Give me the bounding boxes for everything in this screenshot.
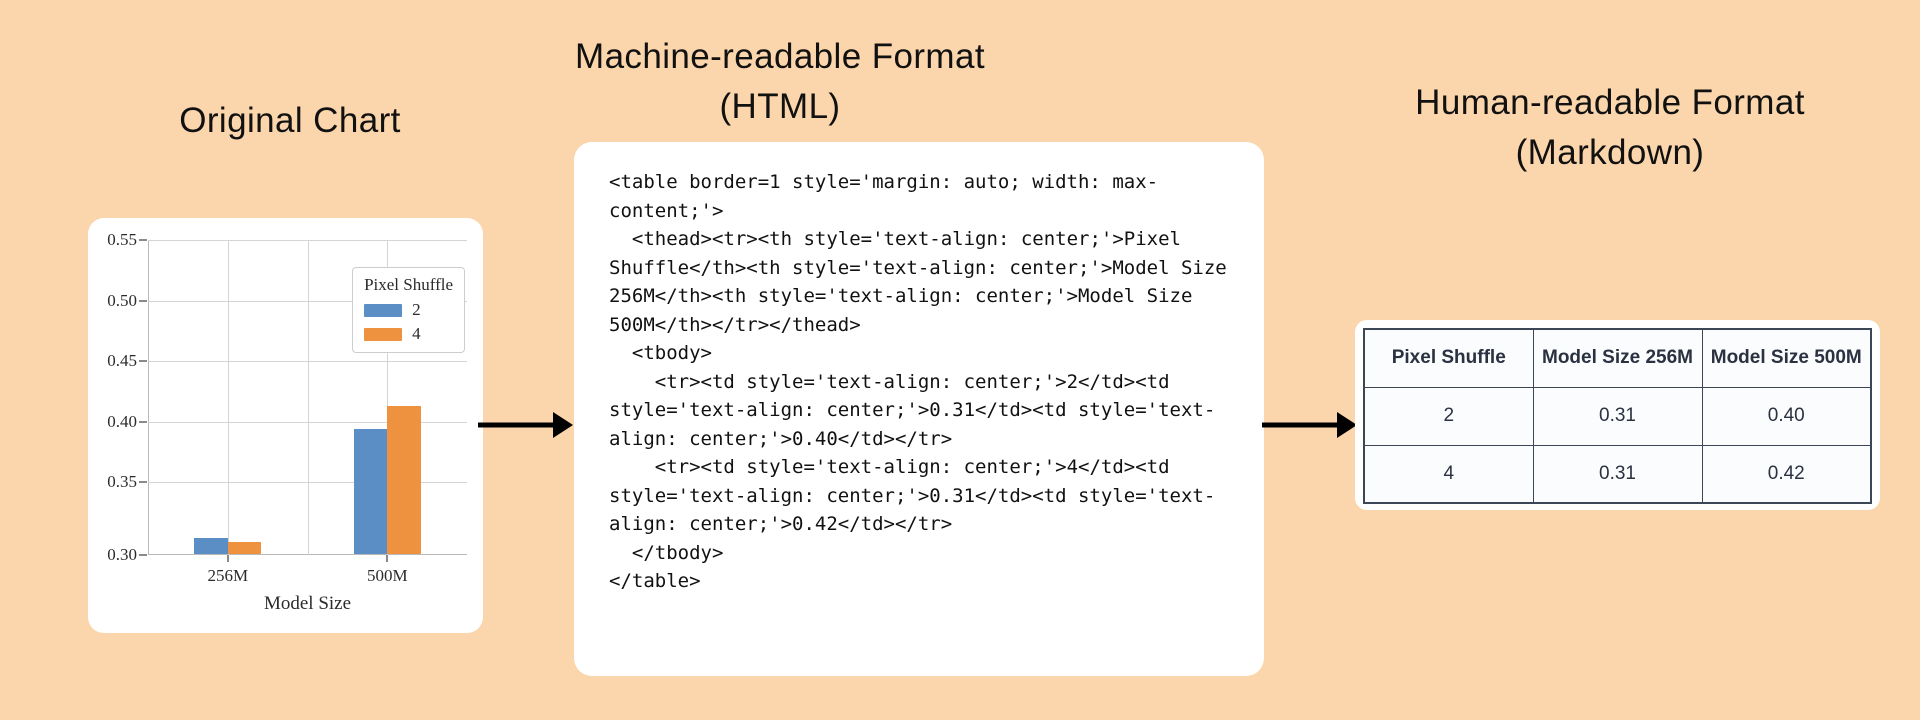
chart-y-tick-label: 0.55 <box>107 230 137 249</box>
chart-y-tick-mark <box>139 554 147 556</box>
chart-x-axis-title: Model Size <box>263 593 352 614</box>
arrow-head <box>553 412 573 438</box>
chart-gridline-vertical <box>307 240 309 555</box>
table-row: 4 0.31 0.42 <box>1363 444 1872 504</box>
chart-y-tick-mark <box>139 299 147 302</box>
chart-y-tick-mark <box>139 420 147 423</box>
chart-legend-title: Pixel Shuffle <box>364 275 453 294</box>
arrow-shaft <box>478 422 556 428</box>
chart-x-tick-mark <box>226 555 229 562</box>
chart-legend-label-2: 2 <box>412 300 421 319</box>
chart-y-tick-label: 0.40 <box>107 411 137 431</box>
heading-machine-readable-format: Machine-readable Format (HTML) <box>575 37 985 126</box>
chart-y-tick-mark <box>139 239 147 241</box>
chart-gridline-vertical <box>387 240 389 555</box>
markdown-table: Pixel Shuffle Model Size 256M Model Size… <box>1363 328 1872 504</box>
chart-legend-label-4: 4 <box>412 324 421 343</box>
chart-legend: Pixel Shuffle 2 4 <box>352 267 465 353</box>
chart-y-tick-mark <box>139 481 147 484</box>
table-cell: 0.31 <box>1532 386 1703 446</box>
original-chart-card: 0.55 0.50 0.45 0.40 0.35 0.30 256M 500M … <box>88 218 483 633</box>
chart-y-tick-label: 0.45 <box>107 351 137 371</box>
chart-x-tick-mark <box>386 555 389 562</box>
chart-x-tick-label: 500M <box>366 566 408 585</box>
table-cell: 0.42 <box>1701 444 1872 504</box>
arrow-head <box>1337 412 1357 438</box>
heading-original-chart: Original Chart <box>179 101 401 140</box>
table-header-row: Pixel Shuffle Model Size 256M Model Size… <box>1363 328 1872 388</box>
chart-y-tick-mark <box>139 360 147 363</box>
chart-legend-entry-4: 4 <box>364 324 453 344</box>
chart-y-tick-label: 0.30 <box>107 545 137 564</box>
table-cell: 4 <box>1363 444 1534 504</box>
arrow-html-to-markdown-icon <box>1262 412 1357 438</box>
bar-500M-pixelshuffle-4 <box>387 406 421 554</box>
chart-y-tick-label: 0.35 <box>107 472 137 492</box>
arrow-chart-to-html-icon <box>478 412 573 438</box>
bar-256M-pixelshuffle-4 <box>227 541 262 554</box>
table-cell: 0.40 <box>1701 386 1872 446</box>
table-cell: 0.31 <box>1532 444 1703 504</box>
arrow-shaft <box>1262 422 1340 428</box>
chart-y-axis-line <box>148 240 149 555</box>
table-row: 2 0.31 0.40 <box>1363 386 1872 446</box>
chart-gridline-vertical <box>227 240 229 555</box>
chart-x-tick-label: 256M <box>207 566 249 585</box>
chart-legend-entry-2: 2 <box>364 300 453 320</box>
legend-swatch-icon-2 <box>364 303 403 317</box>
bar-500M-pixelshuffle-2 <box>353 429 388 554</box>
machine-readable-html-card: <table border=1 style='margin: auto; wid… <box>574 142 1264 676</box>
chart-y-tick-label: 0.50 <box>107 290 137 310</box>
heading-human-readable-format: Human-readable Format (Markdown) <box>1415 83 1805 172</box>
legend-swatch-icon-4 <box>364 327 403 341</box>
human-readable-markdown-card: Pixel Shuffle Model Size 256M Model Size… <box>1355 320 1880 510</box>
table-cell: 2 <box>1363 386 1534 446</box>
bar-256M-pixelshuffle-2 <box>194 538 228 554</box>
table-header-pixel-shuffle: Pixel Shuffle <box>1363 328 1534 388</box>
chart-plot-area: 0.55 0.50 0.45 0.40 0.35 0.30 256M 500M … <box>107 230 467 614</box>
table-header-model-size-256m: Model Size 256M <box>1532 328 1703 388</box>
html-code-block: <table border=1 style='margin: auto; wid… <box>609 171 1227 592</box>
table-header-model-size-500m: Model Size 500M <box>1701 328 1872 388</box>
